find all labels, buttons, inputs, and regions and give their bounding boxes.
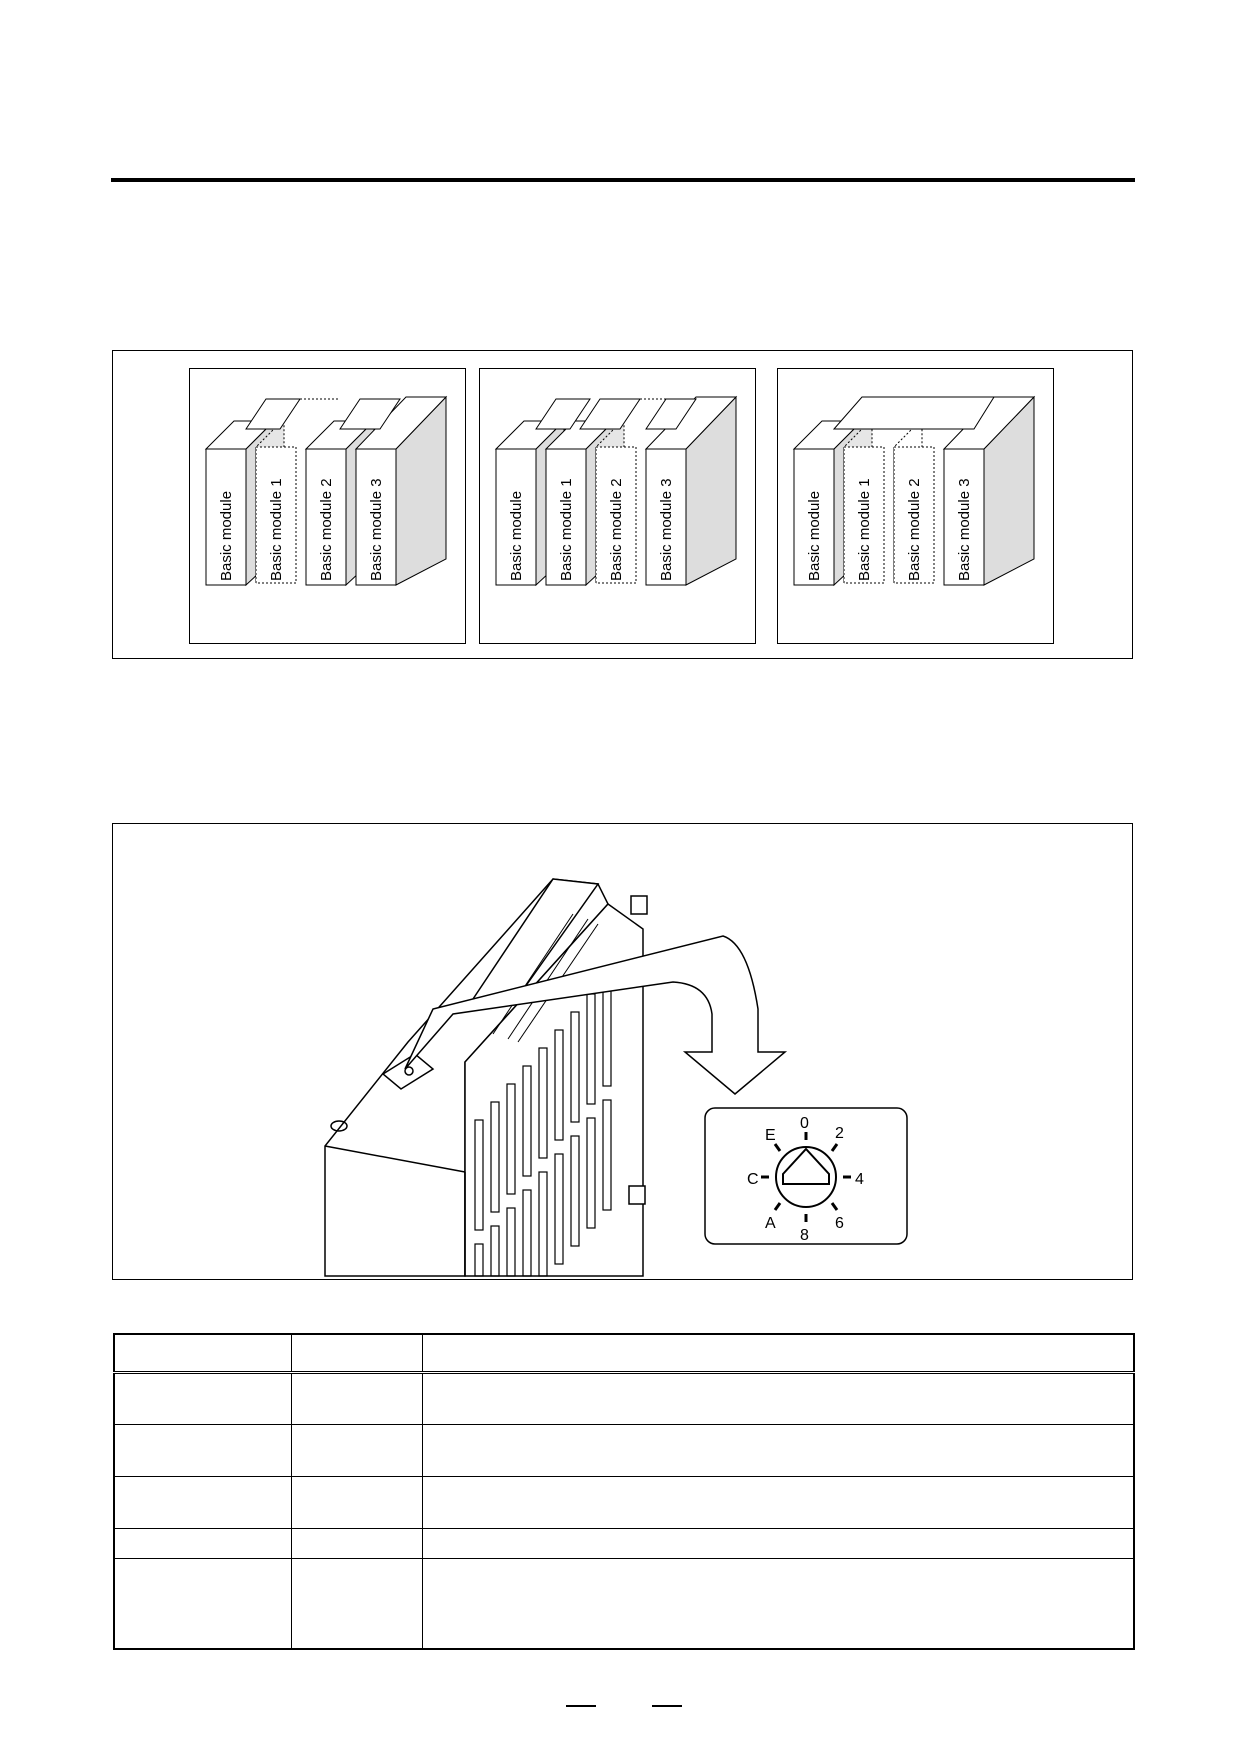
module-label: Basic module 2: [906, 478, 923, 581]
dial-label-4: 4: [855, 1171, 864, 1188]
table-header-cell: [113, 1333, 292, 1374]
module-label: Basic module 1: [558, 478, 575, 581]
table-row: [113, 1558, 1135, 1649]
module-label: Basic module 3: [368, 478, 385, 581]
module-label: Basic module 1: [856, 478, 873, 581]
module-label: Basic module: [806, 491, 823, 581]
module-label: Basic module: [218, 491, 235, 581]
rotary-switch-figure: 0 2 4 6 8 A C E: [112, 823, 1133, 1280]
module-1-dotted: [255, 417, 297, 585]
table-row: [113, 1476, 1135, 1529]
module-3: [942, 395, 1036, 586]
module-illustration: [324, 878, 648, 1277]
module-3: [644, 395, 738, 586]
module-2-dotted: [595, 417, 637, 585]
header-rule: [111, 178, 1135, 182]
configuration-panel-1: Basic module Basic module 1 Basic module…: [189, 368, 466, 644]
dial-label-0: 0: [800, 1115, 809, 1132]
page-number-dash-left: [566, 1705, 596, 1707]
table-row: [113, 1424, 1135, 1477]
module-label: Basic module 1: [268, 478, 285, 581]
table-header-row: [113, 1333, 1135, 1374]
module-label: Basic module 3: [956, 478, 973, 581]
module-label: Basic module 3: [658, 478, 675, 581]
module-label: Basic module 2: [608, 478, 625, 581]
table-row: [113, 1372, 1135, 1425]
dial-label-8: 8: [800, 1227, 809, 1244]
callout-arrow: [404, 935, 788, 1095]
dial-label-e: E: [765, 1127, 776, 1144]
dial-label-2: 2: [835, 1125, 844, 1142]
configuration-panel-2: Basic module Basic module 1 Basic module…: [479, 368, 756, 644]
table-header-cell: [291, 1333, 423, 1374]
table-header-cell: [422, 1333, 1135, 1374]
module-3: [354, 395, 448, 586]
dial-label-a: A: [765, 1215, 776, 1232]
page-number-dash-right: [652, 1705, 682, 1707]
module-2-dotted: [893, 417, 935, 585]
dial-label-6: 6: [835, 1215, 844, 1232]
dial-label-c: C: [747, 1171, 759, 1188]
settings-table: [113, 1333, 1135, 1650]
table-row: [113, 1528, 1135, 1559]
module-1-dotted: [843, 417, 885, 585]
module-configuration-figure: Basic module Basic module 1 Basic module…: [112, 350, 1133, 659]
rotary-switch-dial: 0 2 4 6 8 A C E: [704, 1107, 908, 1245]
configuration-panel-3: Basic module Basic module 1 Basic module…: [777, 368, 1054, 644]
module-label: Basic module: [508, 491, 525, 581]
module-label: Basic module 2: [318, 478, 335, 581]
